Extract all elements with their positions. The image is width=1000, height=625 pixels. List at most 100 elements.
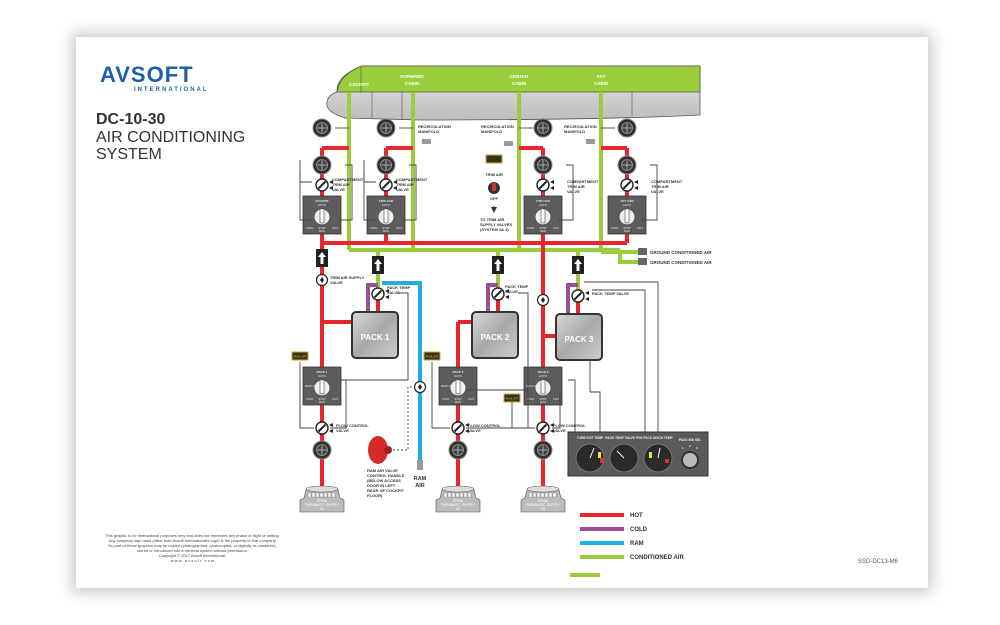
- ram-handle-cable: [390, 386, 412, 451]
- selector-hot: HOT: [333, 397, 339, 401]
- pack1-temp-valve-label-1: PACK TEMP: [387, 285, 411, 290]
- pack-3-off-light: PACK OFF: [503, 393, 521, 403]
- pack-ind-sel-knob[interactable]: [681, 451, 699, 469]
- selector-title: PACK 3: [538, 370, 549, 374]
- selector-hot: HOT: [333, 226, 339, 230]
- supply-label: #1: [320, 507, 324, 511]
- pack-1-flow-gauge: [312, 440, 332, 460]
- flow-control-valve-1: [315, 421, 333, 435]
- recirc-label-3a: RECIRCULATION: [564, 124, 597, 129]
- pack-2-flow-gauge: [448, 440, 468, 460]
- pack-2-temp-valve: [491, 287, 509, 301]
- selector-mode: AUTO: [382, 203, 391, 207]
- supply-label: PNEUMATIC SUPPLY: [441, 503, 476, 507]
- disclaimer: This graphic is for instructional purpos…: [85, 533, 300, 563]
- disclaimer-url: w w w . a v s o f t . c o m: [170, 558, 215, 563]
- selector-man: MAN: [383, 229, 389, 233]
- zone-temp-sensor-3: [533, 155, 553, 175]
- trim-supply-valve-label-1: TRIM AIR SUPPLY: [330, 275, 365, 280]
- zone-outlet-gauge-4: [617, 118, 637, 138]
- pack-1-off-light: PACK OFF: [291, 351, 309, 361]
- pack-off-position: PACK OFF: [305, 384, 318, 388]
- legend-label: HOT: [630, 513, 643, 519]
- ctav-2-label-1: COMPARTMENT: [396, 177, 428, 182]
- selector-cold: COLD: [611, 226, 618, 230]
- selector-cold: COLD: [306, 397, 313, 401]
- trim-air-switch[interactable]: [485, 154, 503, 194]
- ram-air-duct: [382, 281, 422, 460]
- selector-mode: AUTO: [454, 374, 463, 378]
- selector-man: MAN: [624, 229, 630, 233]
- ctav-4-label-3: VALVE: [651, 189, 664, 194]
- supply-label: FROM: [453, 499, 463, 503]
- to-trim-air-3: (SYSTEM 1& 3): [480, 227, 509, 232]
- pack-1: [351, 311, 399, 359]
- supply-label: PNEUMATIC SUPPLY: [526, 503, 561, 507]
- selector-stop: STOP: [382, 226, 389, 230]
- ground-conditioned-air-label-1: GROUND CONDITIONED AIR: [650, 250, 712, 255]
- selector-stop: STOP: [318, 226, 325, 230]
- compartment-trim-air-valve-2: [379, 178, 397, 192]
- ctav-1-label-2: TRIM AIR: [332, 182, 350, 187]
- supply-label: #3: [541, 507, 545, 511]
- legend-swatch-conditioned-air: [580, 555, 624, 559]
- zone-outlet-gauge-3: [533, 118, 553, 138]
- compartment-trim-air-valve-4: [620, 178, 638, 192]
- selector-cold: COLD: [527, 397, 534, 401]
- ram-handle-label-3: (BELOW ACCESS: [367, 478, 401, 483]
- pack-2-off-light: PACK OFF: [423, 351, 441, 361]
- ctav-3-label-3: VALVE: [567, 189, 580, 194]
- selector-stop: STOP: [318, 397, 325, 401]
- title-line-1: AIR CONDITIONING: [96, 129, 246, 146]
- flow-ctl-1-label-1: FLOW CONTROL: [336, 423, 369, 428]
- ram-air-label-2: AIR: [415, 483, 425, 489]
- ram-handle-label-1: RAM AIR VALVE: [367, 468, 398, 473]
- pack-ind-sel-pos-1: 1: [682, 446, 684, 450]
- selector-man: MAN: [455, 400, 461, 404]
- selector-stop: STOP: [539, 397, 546, 401]
- zone-label-aft-2: CABIN: [594, 81, 608, 86]
- selector-stop: STOP: [539, 226, 546, 230]
- gauge-label-2: PACK TEMP VALVE POS: [605, 436, 642, 440]
- trim-air-switch-label: TRIM AIR: [485, 172, 503, 177]
- supply-label: #2: [456, 507, 460, 511]
- legend-swatch-cold: [580, 527, 624, 531]
- pack-1-label: PACK 1: [361, 333, 390, 342]
- pack-indicator-panel: [567, 431, 709, 477]
- aircraft-model: DC-10-30: [96, 111, 166, 128]
- selector-man: MAN: [319, 400, 325, 404]
- pack-off-light-text: PACK OFF: [426, 355, 439, 359]
- zone-temp-sensor-4: [617, 155, 637, 175]
- ram-air-inlet: [417, 460, 423, 470]
- supply-label: PNEUMATIC SUPPLY: [305, 503, 340, 507]
- ram-air-handle[interactable]: [368, 436, 392, 464]
- selector-title: PACK 2: [453, 370, 464, 374]
- pack-off-light-text: PACK OFF: [506, 397, 519, 401]
- ctav-4-label-2: TRIM AIR: [651, 184, 669, 189]
- ctav-1-label-1: COMPARTMENT: [332, 177, 364, 182]
- pack-ind-sel-pos-2: 2: [689, 444, 691, 448]
- selector-mode: AUTO: [318, 203, 327, 207]
- selector-man: MAN: [319, 229, 325, 233]
- ctav-4-label-1: COMPARTMENT: [651, 179, 683, 184]
- flow-direction-arrows: [316, 249, 584, 274]
- trim-air-supply-valve: [315, 273, 329, 287]
- ram-handle-label-5: REAR OF COCKPIT: [367, 488, 405, 493]
- supply-label: FROM: [317, 499, 327, 503]
- zone-label-center-1: CENTER: [510, 74, 529, 79]
- selector-hot: HOT: [638, 226, 644, 230]
- pack-1-temp-valve: [371, 287, 389, 301]
- flow-ctl-1-label-2: VALVE: [336, 428, 349, 433]
- selector-hot: HOT: [469, 397, 475, 401]
- selector-stop: STOP: [623, 226, 630, 230]
